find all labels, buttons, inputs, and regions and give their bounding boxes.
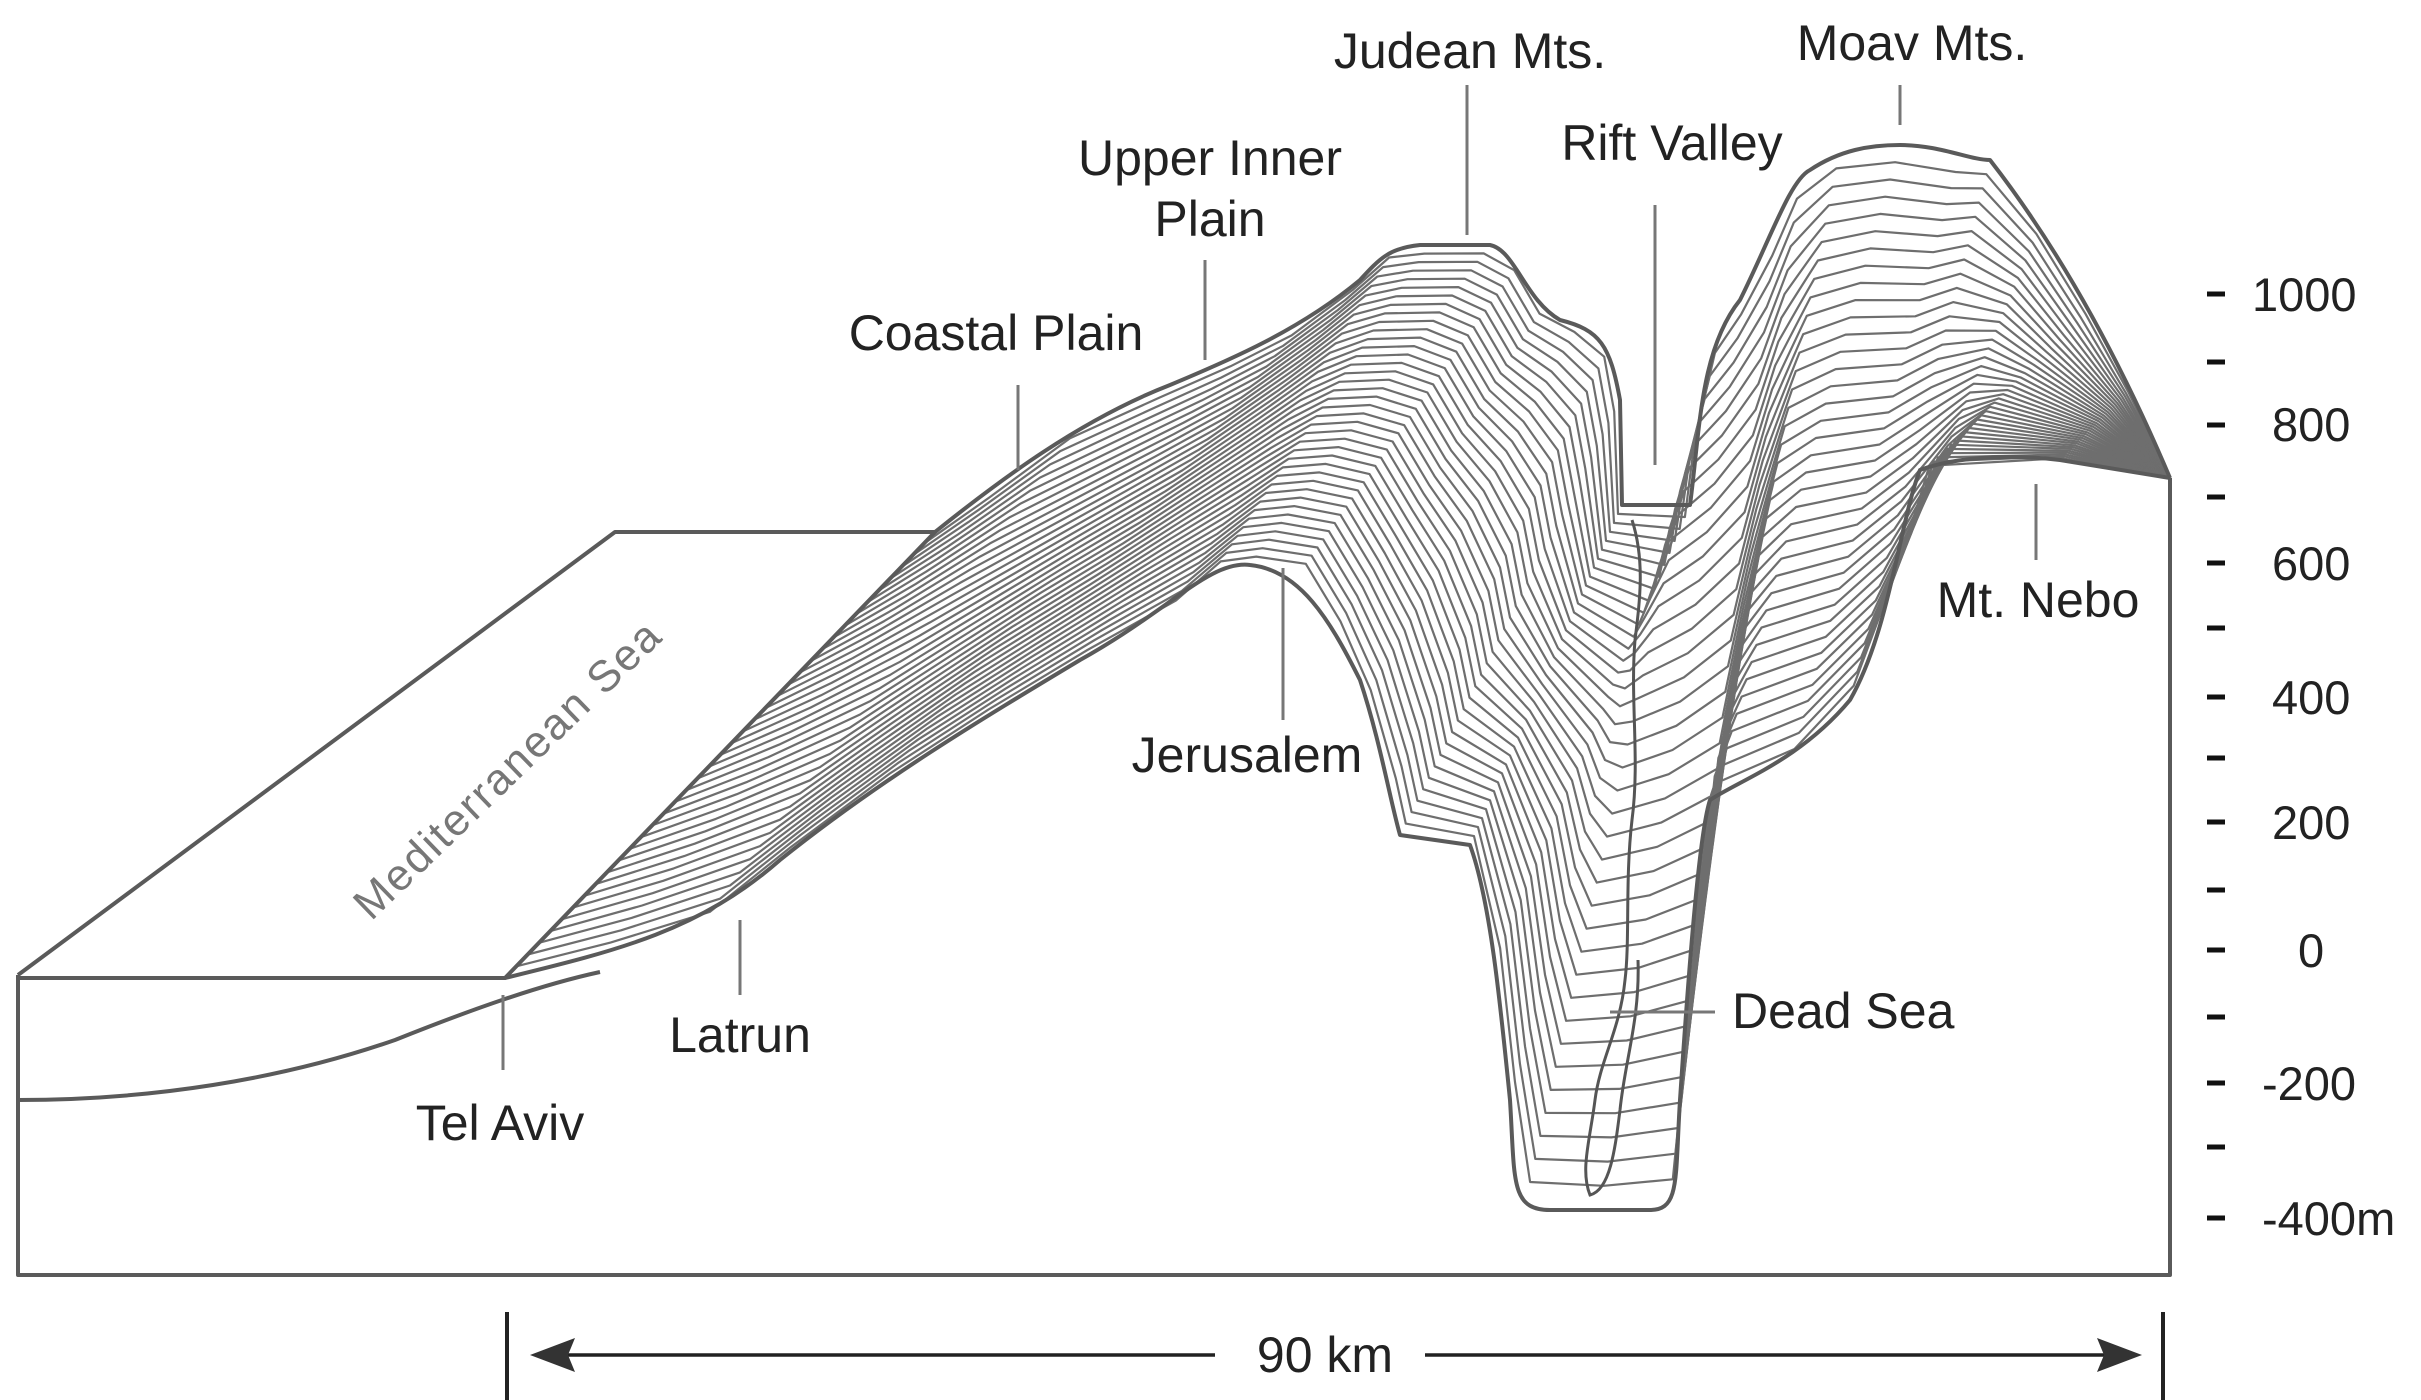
leader-lines [503,85,2036,1070]
tick-label-minus-200: -200 [2262,1057,2356,1110]
tick-label-600: 600 [2272,537,2350,590]
front-ridge-profile [505,457,2170,1210]
label-upper-inner-plain-line1: Upper Inner [1078,130,1342,186]
label-moav-mts: Moav Mts. [1797,15,2028,71]
tick-label-400: 400 [2272,671,2350,724]
label-tel-aviv: Tel Aviv [416,1095,585,1151]
distance-scale-bar: 90 km [507,1312,2163,1400]
label-mediterranean-sea: Mediterranean Sea [344,610,672,929]
contour-line [573,445,2170,1067]
tick-label-1000: 1000 [2252,268,2357,321]
label-latrun: Latrun [669,1007,811,1063]
distance-label: 90 km [1257,1327,1393,1383]
label-coastal-plain: Coastal Plain [849,305,1144,361]
sea-top-face [18,532,935,978]
tick-label-800: 800 [2272,398,2350,451]
label-upper-inner-plain-line2: Plain [1154,191,1265,247]
sea-floor-front-profile [18,972,600,1100]
tick-label-0: 0 [2298,924,2324,977]
label-jerusalem: Jerusalem [1132,727,1363,783]
contour-line [516,458,2170,1186]
contour-line [641,420,2170,929]
label-dead-sea: Dead Sea [1732,983,1955,1039]
label-judean-mts: Judean Mts. [1334,23,1606,79]
label-rift-valley: Rift Valley [1561,115,1782,171]
label-mt-nebo: Mt. Nebo [1937,572,2140,628]
tick-label-minus-400m: -400m [2262,1192,2395,1245]
contour-line [630,424,2171,952]
tick-label-200: 200 [2272,796,2350,849]
elevation-scale: 1000 800 600 400 200 0 -200 -400m [2207,268,2395,1245]
